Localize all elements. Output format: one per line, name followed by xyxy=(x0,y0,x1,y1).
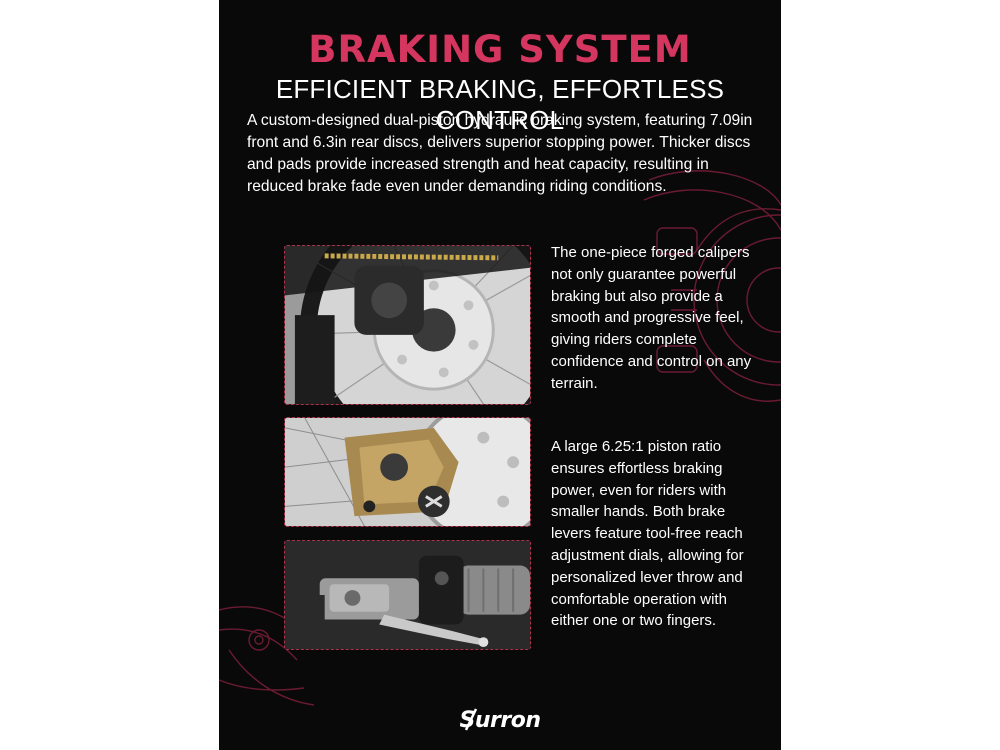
page-subtitle: EFFICIENT BRAKING, EFFORTLESS CONTROL xyxy=(275,74,725,135)
product-poster: BRAKING SYSTEM EFFICIENT BRAKING, EFFORT… xyxy=(219,0,781,750)
photo-rear-brake-disc xyxy=(284,245,531,405)
photo-brake-lever xyxy=(284,540,531,650)
photo-caliper-closeup xyxy=(284,417,531,527)
intro-paragraph: A custom-designed dual-piston hydraulic … xyxy=(247,112,753,195)
feature-text-piston-ratio: A large 6.25:1 piston ratio ensures effo… xyxy=(551,438,744,630)
svg-text:Surron: Surron xyxy=(460,708,540,733)
surron-logo-icon: Surron xyxy=(460,708,541,733)
brand-logo: Surron xyxy=(219,703,781,742)
feature-text-calipers: The one-piece forged calipers not only g… xyxy=(551,244,752,392)
page-title: BRAKING SYSTEM xyxy=(308,28,692,71)
